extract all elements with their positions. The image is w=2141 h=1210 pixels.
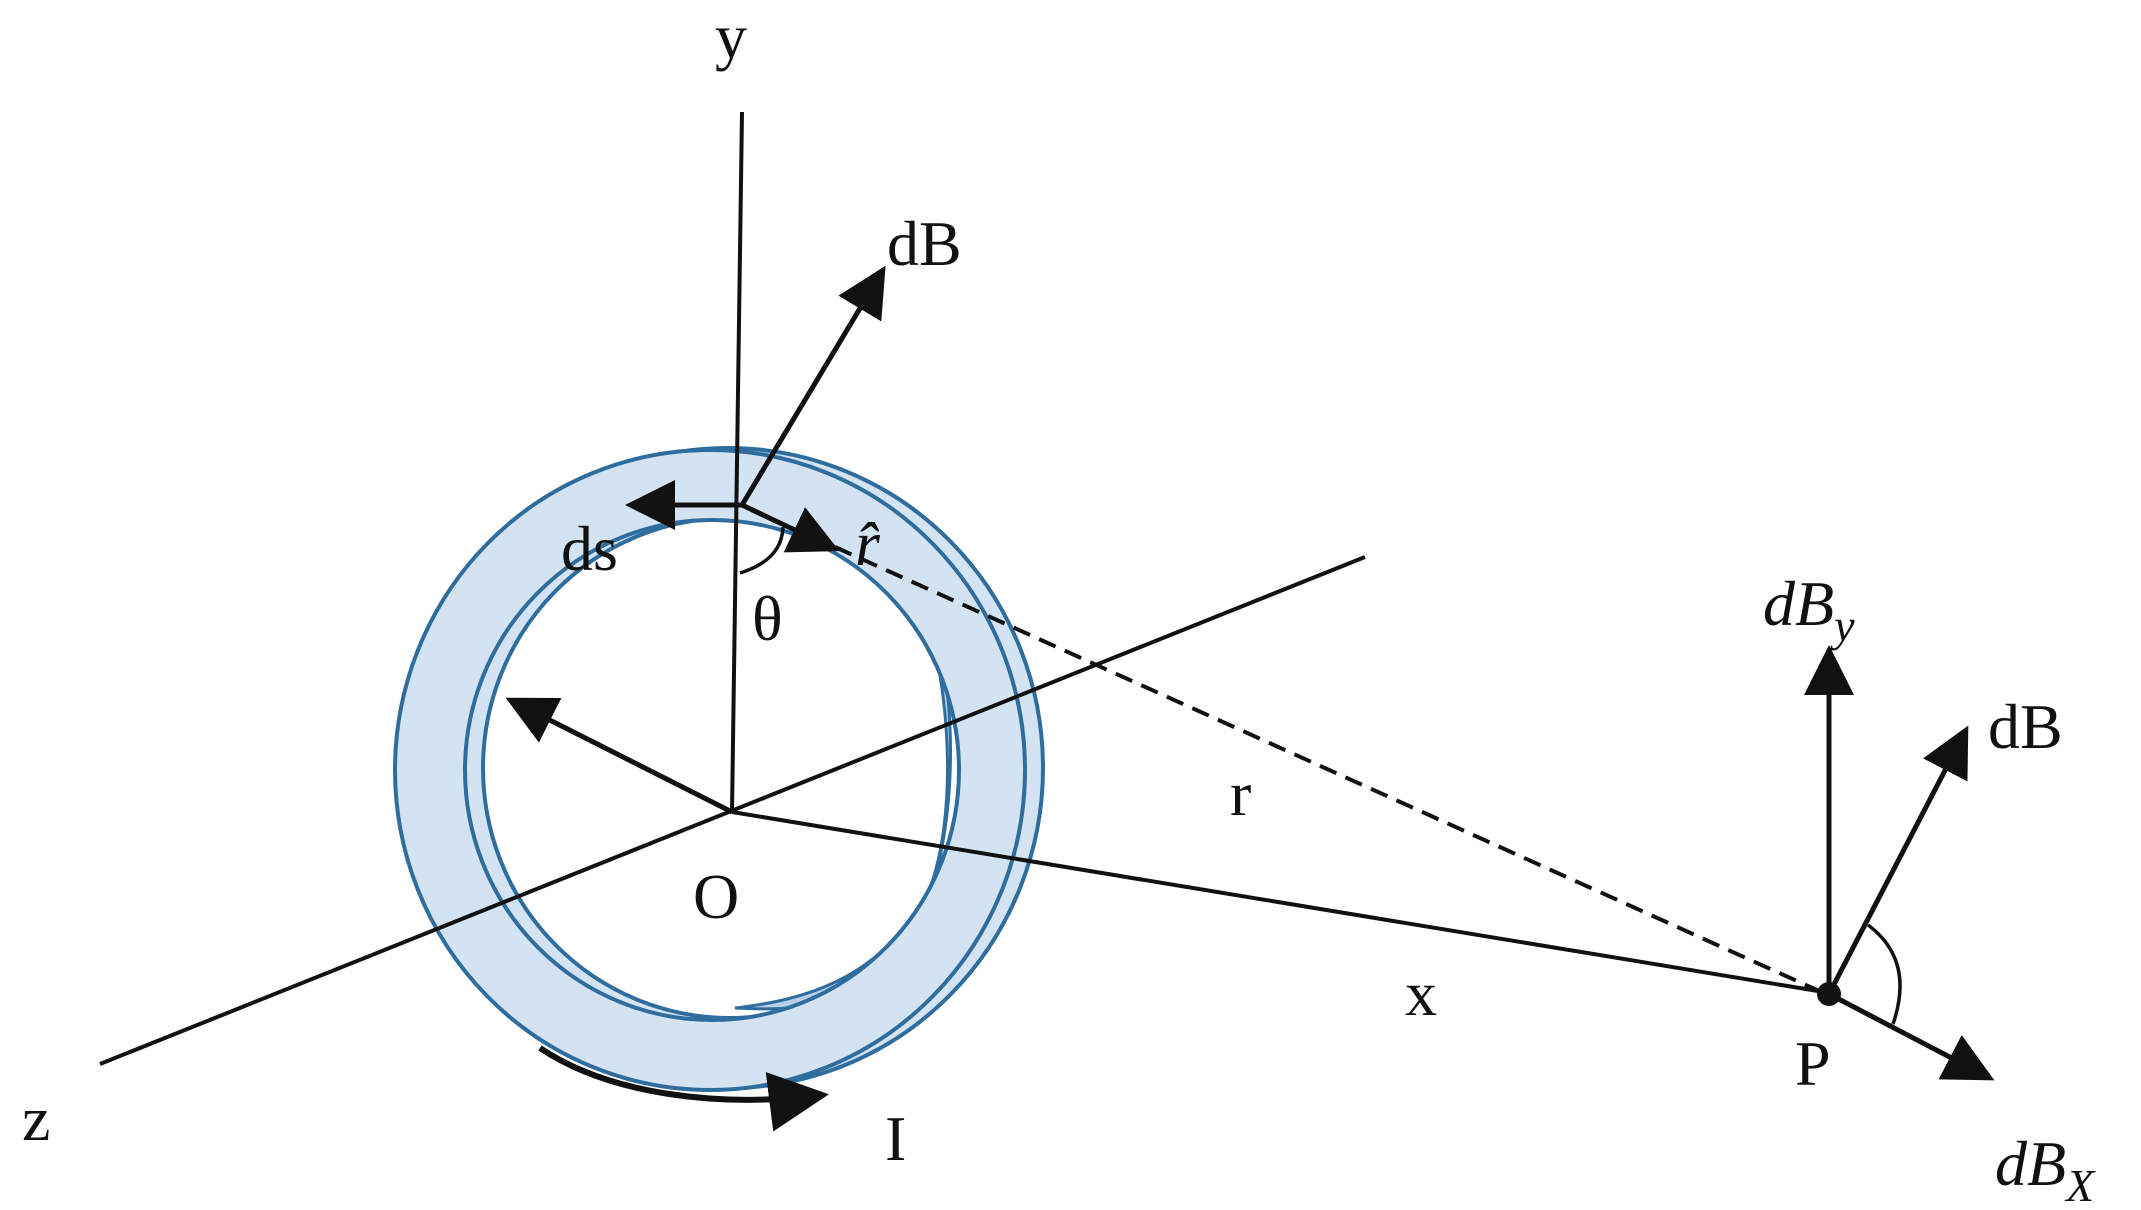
- dBx-label-main: dB: [1995, 1128, 2066, 1199]
- dBx-label: dBX: [1995, 1128, 2096, 1210]
- r-label: r: [1230, 758, 1251, 829]
- ds-label: ds: [561, 513, 618, 584]
- dB-right-arrow: [1826, 725, 1969, 996]
- origin-label: O: [693, 861, 739, 932]
- dB-right-label: dB: [1988, 691, 2063, 762]
- loop-front-ring: [392, 448, 1028, 1092]
- current-loop: [392, 446, 1046, 1092]
- dB-top-arrow: [739, 265, 886, 507]
- x-label: x: [1405, 958, 1437, 1029]
- dBy-label-sub: y: [1830, 600, 1855, 651]
- radius-arrow: [505, 697, 734, 815]
- dBy-label-main: dB: [1763, 568, 1834, 639]
- y-axis-label: y: [715, 1, 747, 72]
- current-direction-arrow: [538, 1045, 829, 1132]
- dB-top-label: dB: [887, 208, 962, 279]
- theta-label: θ: [752, 583, 783, 654]
- y-axis: [730, 111, 744, 813]
- loop-edge-highlight: [734, 564, 952, 1011]
- r-hat-label: r̂: [855, 508, 881, 579]
- r-hat-arrow: [740, 502, 840, 553]
- theta-angle-arc: [739, 526, 785, 575]
- z-axis-label: z: [22, 1083, 50, 1154]
- angle-arc-at-p: [1866, 923, 1902, 1025]
- current-label: I: [885, 1103, 906, 1174]
- r-vector-dashed: [834, 545, 1829, 997]
- point-p-label: P: [1795, 1028, 1831, 1099]
- dBx-arrow: [1827, 991, 1995, 1081]
- x-axis-line: [731, 810, 1831, 995]
- dBx-label-sub: X: [2064, 1160, 2096, 1210]
- dBy-label: dBy: [1763, 568, 1855, 651]
